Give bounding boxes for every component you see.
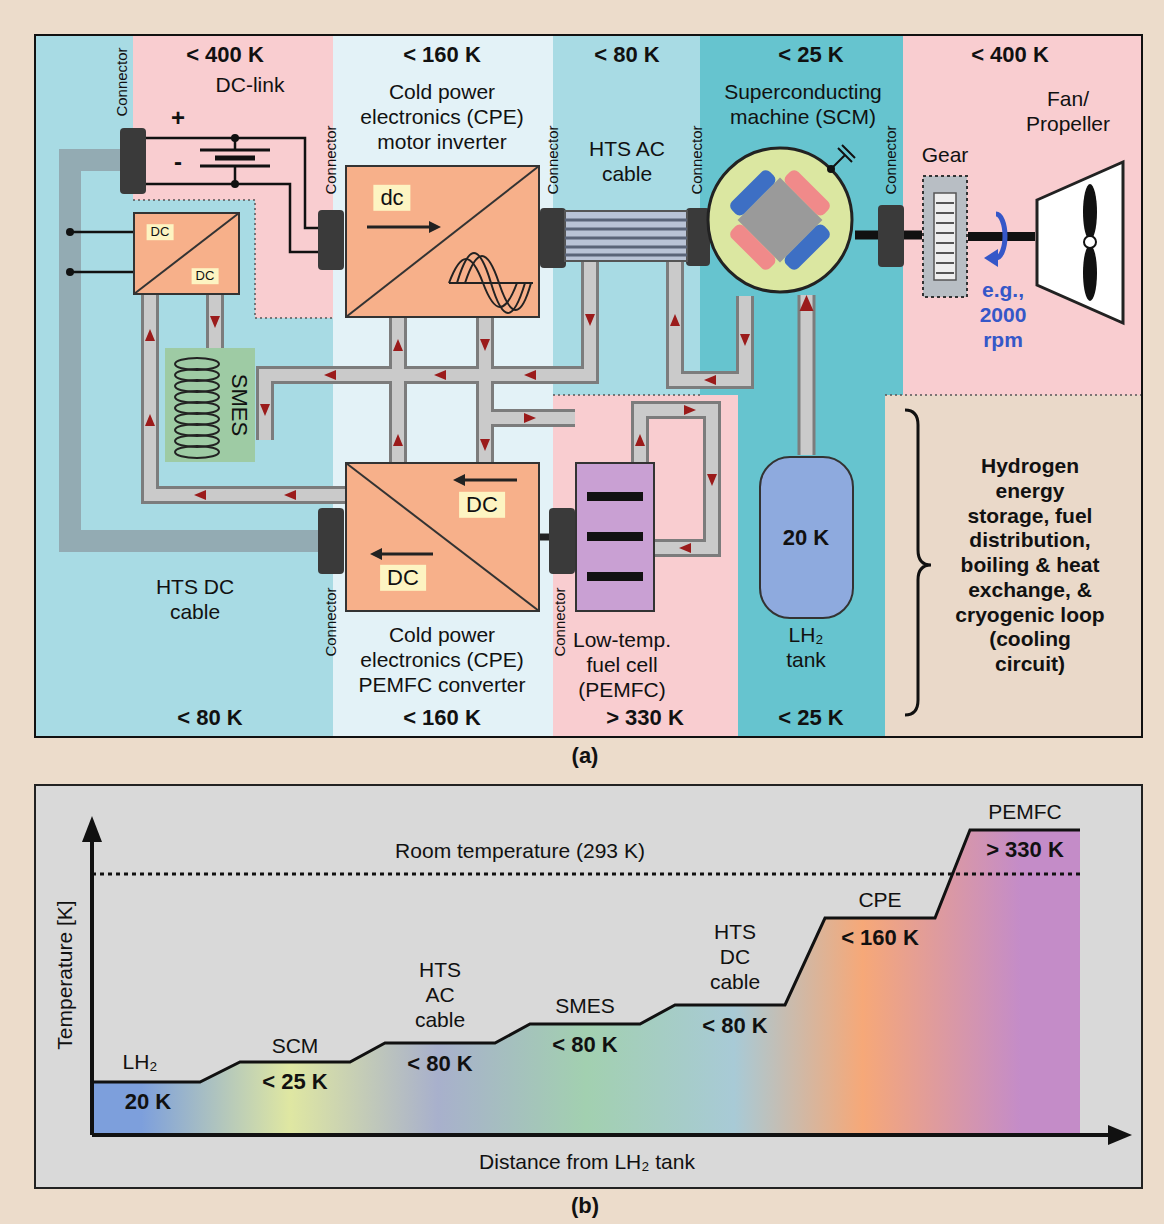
label-text: - [174, 148, 182, 176]
temperature-zone: < 160 K < 160 K Cold power electronics (C… [333, 35, 553, 737]
propeller-symbol [1035, 160, 1125, 325]
connector-line [801, 295, 813, 455]
label-text: Distance from LH₂ tank [479, 1150, 695, 1175]
label-text: (b) [571, 1193, 599, 1219]
label-text: < 80 K [407, 1051, 472, 1077]
label-text: 20 K [125, 1089, 171, 1115]
node-text: Hydrogen energy storage, fuel distributi… [953, 454, 1108, 677]
hts-ac-cable: HTS AC cable [565, 210, 687, 262]
label-text: Connector [113, 47, 131, 116]
node-text: < 400 K [971, 42, 1049, 68]
converter-symbol [345, 462, 540, 612]
node-text: DC [192, 268, 219, 284]
node-text: SMES [226, 374, 252, 436]
superconducting-machine: Superconducting machine (SCM) [705, 145, 855, 295]
label-text: Temperature [K] [53, 900, 78, 1049]
pemfc-converter: Cold power electronics (CPE) PEMFC conve… [345, 462, 540, 612]
label-text: < 80 K [702, 1013, 767, 1039]
node-text: < 160 K [403, 42, 481, 68]
node-text: LH₂ tank [782, 623, 831, 673]
panel-frame [35, 35, 1142, 737]
node-text: HTS AC cable [587, 137, 667, 187]
node-text: < 160 K [403, 705, 481, 731]
label-text: < 25 K [262, 1069, 327, 1095]
dc-dc-converter: DC DC [133, 212, 240, 295]
connector-line [798, 295, 816, 455]
label-text: HTS DC cable [145, 575, 245, 625]
gear-symbol [922, 175, 968, 298]
label-text: (a) [572, 743, 599, 769]
node-text: Fan/ Propeller [1011, 87, 1126, 137]
gearbox: Gear [922, 175, 968, 298]
zone-fills [35, 35, 1142, 737]
label-text: Connector [544, 125, 562, 194]
node-text: 20 K [783, 525, 829, 551]
temperature-zone: < 400 K [133, 35, 333, 200]
brace [905, 410, 931, 715]
label-text: Connector [551, 587, 569, 656]
connector-line [968, 232, 1035, 241]
label-text: HTS DC cable [700, 920, 770, 994]
rotation-arrow [984, 214, 1005, 267]
label-text: SCM [272, 1034, 319, 1059]
node-text: Cold power electronics (CPE) PEMFC conve… [342, 623, 542, 697]
temperature-zone: < 25 K< 25 K Superconducting machine (SC… [738, 35, 885, 737]
label-text: Connector [882, 125, 900, 194]
node-text: Low-temp. fuel cell (PEMFC) [562, 628, 682, 702]
label-text: > 330 K [986, 837, 1064, 863]
node-text: > 330 K [606, 705, 684, 731]
node-text: < 25 K [778, 705, 843, 731]
storage-zone: Hydrogen energy storage, fuel distributi… [885, 395, 1142, 737]
label-text: DC-link [216, 73, 285, 98]
label-text: Connector [322, 125, 340, 194]
connector [806, 295, 807, 455]
smes-coil: SMES [165, 348, 255, 462]
zone-borders [133, 200, 1142, 395]
label-text: CPE [858, 888, 901, 913]
node-text: Gear [922, 143, 969, 168]
motor-inverter: Cold power electronics (CPE) motor inver… [345, 165, 540, 318]
temperature-zone: < 80 K HTS AC cable [553, 35, 700, 395]
label-text: + [171, 104, 185, 132]
node-text: < 400 K [186, 42, 264, 68]
node-text: DC [459, 492, 505, 518]
fan-propeller: Fan/ Propeller [1035, 160, 1125, 325]
label-text: HTS AC cable [405, 958, 475, 1032]
node-text: DC [147, 224, 174, 240]
label-text: < 160 K [841, 925, 919, 951]
label-text: e.g., 2000 rpm [972, 278, 1034, 352]
label-text: LH₂ [123, 1050, 158, 1075]
hts-dc-cable [70, 160, 320, 541]
fuel-cell-symbol [575, 462, 655, 612]
cable-symbol [565, 210, 687, 262]
node-text: DC [380, 565, 426, 591]
node-text: < 25 K [778, 42, 843, 68]
lh2-tank: 20 KLH₂ tank [758, 455, 855, 620]
machine-symbol [705, 145, 855, 295]
node-text: Cold power electronics (CPE) motor inver… [342, 80, 542, 154]
node-text: Superconducting machine (SCM) [703, 80, 903, 130]
temperature-zone: > 330 K Low-temp. fuel cell (PEMFC) [553, 395, 738, 737]
temperature-chart [35, 785, 1142, 1188]
temperature-zone: < 80 K < 400 K DC DC SMES [35, 35, 333, 737]
label-text: PEMFC [988, 800, 1062, 825]
label-text: Room temperature (293 K) [395, 839, 645, 864]
connector [968, 236, 1035, 237]
node-text: < 80 K [594, 42, 659, 68]
node-text: dc [373, 185, 410, 211]
label-text: < 80 K [552, 1032, 617, 1058]
label-text: Connector [688, 125, 706, 194]
label-text: Connector [322, 587, 340, 656]
fuel-cell: Low-temp. fuel cell (PEMFC) [575, 462, 655, 612]
node-text: < 80 K [177, 705, 242, 731]
label-text: SMES [555, 994, 615, 1019]
